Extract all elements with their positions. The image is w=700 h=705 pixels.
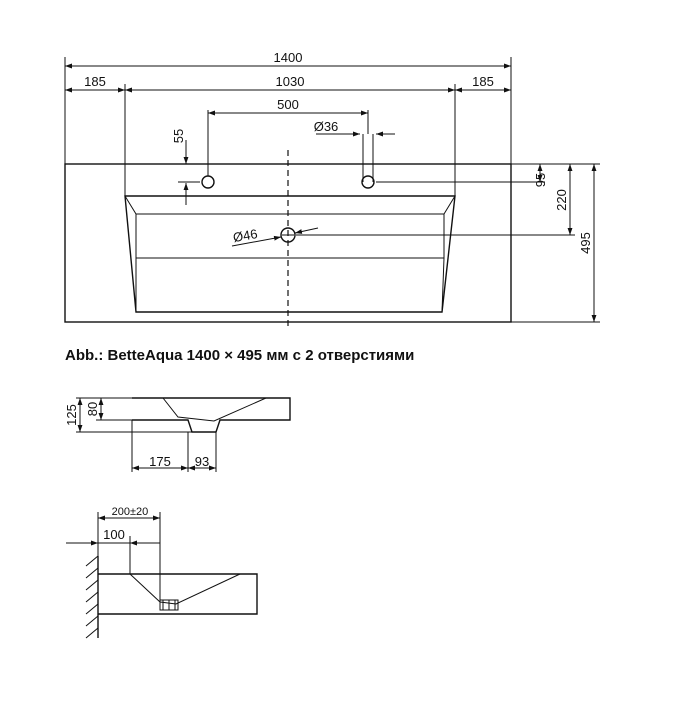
drawing-caption: Abb.: BetteAqua 1400 × 495 мм с 2 отверс… [65,347,414,364]
dim-height-basin: 80 [85,402,100,416]
dim-drain-width: 93 [195,454,209,469]
tap-hole-left [201,175,215,189]
dim-right-margin: 185 [472,74,494,89]
dim-height-total: 125 [64,404,79,426]
side-view-mounting: 200±20 100 [66,506,258,639]
dim-drain-dia: Ø46 [232,226,259,245]
basin-inner-corners [124,195,456,313]
basin-outer-edge [124,195,456,313]
dim-tap-spacing: 500 [277,97,299,112]
wall-hatch [85,555,99,639]
dim-tap-hole-dia: Ø36 [314,119,339,134]
basin-inner-floor [135,213,445,259]
top-view: 1400 185 1030 185 500 Ø36 55 95 220 [64,50,600,330]
dim-tap-depth: 95 [533,173,548,187]
side-view-section: 125 80 175 93 [64,397,291,472]
dim-drain-offset: 100 [103,527,125,542]
dim-total-depth: 495 [578,232,593,254]
dim-tap-offset: 55 [171,129,186,143]
dim-front-offset: 175 [149,454,171,469]
section-outline [132,397,291,433]
dim-basin-width: 1030 [276,74,305,89]
dim-left-margin: 185 [84,74,106,89]
drain-hole [280,227,296,243]
basin-side-outline [98,573,258,615]
dim-drain-depth: 220 [554,189,569,211]
basin-side-curve [129,573,241,605]
section-basin-curve [162,397,267,422]
tap-hole-right [361,175,375,189]
dim-wall-distance: 200±20 [112,506,149,518]
dim-total-width: 1400 [274,50,303,65]
